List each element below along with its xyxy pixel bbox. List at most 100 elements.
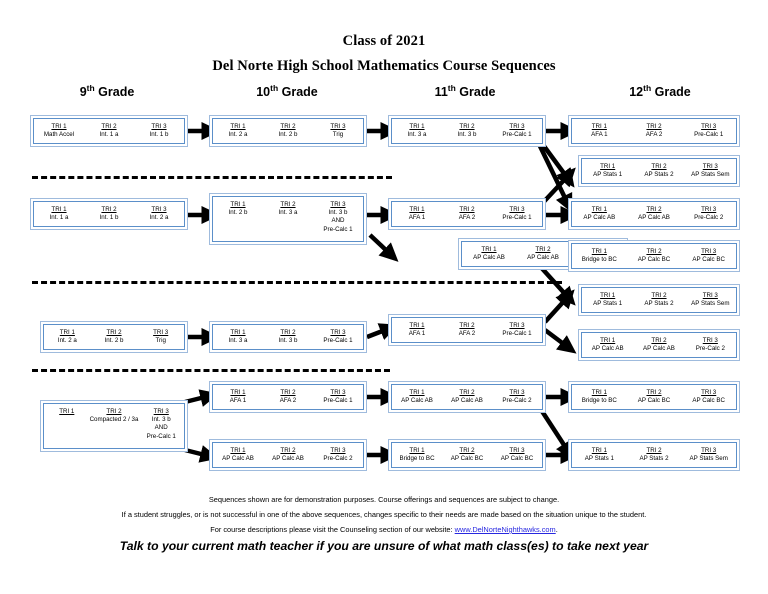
trimester-label: TRI 1 [409, 322, 425, 329]
trimester-label: TRI 2 [646, 389, 662, 396]
course-name: Int. 2 a [57, 337, 77, 345]
course-name: Trig [155, 337, 166, 345]
trimester-label: TRI 3 [701, 123, 717, 130]
trimester-label: TRI 3 [153, 329, 169, 336]
course-name: AP Stats Sem [691, 171, 730, 179]
trimester-label: TRI 2 [459, 206, 475, 213]
trimester-label: TRI 3 [151, 123, 167, 130]
course-name: AP Calc AB [222, 455, 254, 463]
trimester-label: TRI 3 [701, 206, 717, 213]
course-name: AP Calc AB [591, 345, 624, 353]
trimester-label: TRI 1 [59, 329, 75, 336]
course-name: Int. 3 a [228, 337, 248, 345]
course-name-secondary: Pre-Calc 1 [146, 432, 176, 440]
course-name: AP Stats Sem [691, 300, 730, 308]
trimester-label: TRI 1 [600, 337, 616, 344]
trimester-label: TRI 2 [651, 337, 667, 344]
course-name: AP Calc AB [643, 345, 675, 353]
course-name: Int. 2 a [228, 131, 248, 139]
footer-note-3-period: . [555, 525, 558, 534]
website-link[interactable]: www.DelNorteNighthawks.com [454, 525, 556, 534]
trimester-label: TRI 3 [701, 389, 717, 396]
trimester-label: TRI 2 [106, 329, 122, 336]
trimester-label: TRI 1 [591, 447, 607, 454]
course-name: Bridge to BC [581, 256, 617, 264]
trimester-label: TRI 1 [59, 408, 75, 415]
course-name: AP Calc AB [638, 214, 670, 222]
course-name: Pre-Calc 1 [323, 337, 353, 345]
trimester-cell: TRI 1 [44, 408, 90, 416]
course-name: Int. 1 a [49, 214, 69, 222]
course-name: AP Calc AB [401, 397, 433, 405]
footer-call-to-action: Talk to your current math teacher if you… [119, 539, 649, 553]
trimester-label: TRI 1 [51, 206, 67, 213]
row-separator-1 [32, 176, 392, 179]
trimester-label: TRI 1 [230, 447, 246, 454]
course-name: Pre-Calc 2 [695, 345, 725, 353]
course-name: Pre-Calc 1 [502, 330, 532, 338]
trimester-label: TRI 2 [280, 123, 296, 130]
trimester-label: TRI 1 [409, 206, 425, 213]
course-name: AP Stats 2 [644, 300, 674, 308]
column-header-grade10: 10th Grade [256, 83, 318, 100]
course-name: AP Calc AB [583, 214, 616, 222]
footer-note-1: Sequences shown are for demonstration pu… [208, 495, 560, 504]
column-header-grade11: 11th Grade [434, 83, 496, 100]
trimester-label: TRI 1 [409, 123, 425, 130]
trimester-label: TRI 3 [509, 322, 525, 329]
